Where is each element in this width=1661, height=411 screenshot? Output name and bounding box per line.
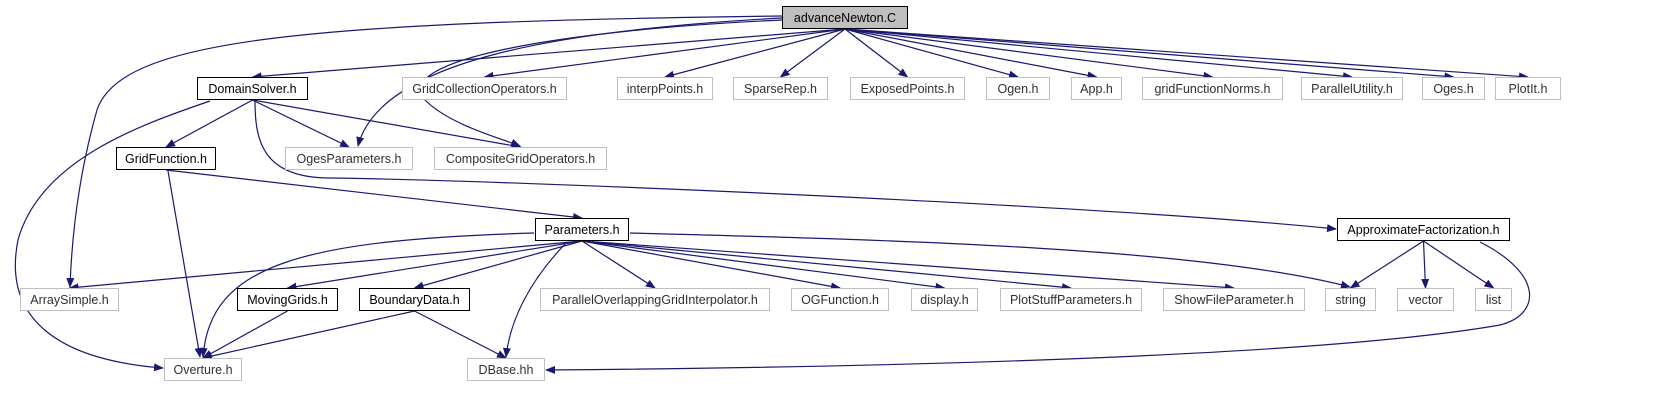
node-PlotIt[interactable]: PlotIt.h [1495, 77, 1561, 100]
node-PlotStuffParameters[interactable]: PlotStuffParameters.h [1000, 288, 1142, 311]
edge-Parameters-to-MovingGrids [286, 240, 583, 291]
edge-Parameters-to-string [629, 232, 1351, 289]
node-vector[interactable]: vector [1397, 288, 1454, 311]
edge-ApproximateFactorization-to-string [1349, 240, 1424, 289]
edge-Parameters-to-Overture [199, 232, 535, 358]
edge-GridFunction-to-Parameters [165, 169, 583, 221]
edge-advanceNewton-to-ParallelUtility [844, 28, 1353, 81]
node-interpPoints[interactable]: interpPoints.h [617, 77, 713, 100]
node-SparseRep[interactable]: SparseRep.h [733, 77, 828, 100]
edge-Parameters-to-ShowFileParameter [581, 240, 1235, 292]
edge-GridFunction-to-Overture [167, 170, 203, 358]
edge-advanceNewton-to-DomainSolver [251, 28, 846, 81]
node-Parameters[interactable]: Parameters.h [535, 218, 629, 241]
node-string[interactable]: string [1325, 288, 1376, 311]
edge-DomainSolver-to-Overture [14, 100, 211, 372]
node-ShowFileParameter[interactable]: ShowFileParameter.h [1163, 288, 1305, 311]
edge-advanceNewton-to-GridCollectionOperators [483, 28, 846, 80]
edges [14, 15, 1531, 374]
node-ParallelUtility[interactable]: ParallelUtility.h [1301, 77, 1403, 100]
node-MovingGrids[interactable]: MovingGrids.h [237, 288, 338, 311]
edge-advanceNewton-to-SparseRep [779, 28, 846, 78]
edge-Parameters-to-ParallelOverlapping [581, 240, 656, 289]
node-Overture[interactable]: Overture.h [164, 358, 242, 381]
node-ExposedPoints[interactable]: ExposedPoints.h [850, 77, 965, 100]
node-list[interactable]: list [1475, 288, 1512, 311]
edge-BoundaryData-to-Overture [202, 310, 415, 360]
node-display[interactable]: display.h [911, 288, 978, 311]
node-gridFunctionNorms[interactable]: gridFunctionNorms.h [1142, 77, 1283, 100]
node-DBase[interactable]: DBase.hh [467, 358, 545, 381]
edge-advanceNewton-to-Oges [844, 28, 1455, 81]
node-BoundaryData[interactable]: BoundaryData.h [359, 288, 470, 311]
edge-MovingGrids-to-Overture [202, 310, 288, 359]
edge-DomainSolver-to-GridFunction [165, 99, 253, 148]
edge-Parameters-to-BoundaryData [413, 240, 583, 290]
edge-advanceNewton-to-gridFunctionNorms [844, 28, 1214, 80]
node-Ogen[interactable]: Ogen.h [986, 77, 1050, 100]
edge-advanceNewton-to-ArraySimple [66, 15, 783, 288]
edge-DomainSolver-to-ApproximateFactorization [254, 100, 1337, 233]
edge-ApproximateFactorization-to-list [1423, 240, 1495, 289]
edge-advanceNewton-to-CompositeGridOperators [419, 19, 784, 147]
edge-Parameters-to-ArraySimple [68, 240, 583, 292]
edge-advanceNewton-to-ExposedPoints [844, 28, 909, 78]
edge-Parameters-to-OGFunction [581, 240, 841, 291]
node-CompositeGridOperators[interactable]: CompositeGridOperators.h [434, 147, 607, 170]
node-OGFunction[interactable]: OGFunction.h [791, 288, 889, 311]
edge-ApproximateFactorization-to-vector [1421, 240, 1430, 289]
node-Oges[interactable]: Oges.h [1422, 77, 1485, 100]
edge-DomainSolver-to-CompositeGridOperators [252, 99, 522, 150]
edge-Parameters-to-PlotStuffParameters [581, 240, 1072, 292]
node-App[interactable]: App.h [1071, 77, 1122, 100]
node-ArraySimple[interactable]: ArraySimple.h [20, 288, 119, 311]
edge-advanceNewton-to-OgesParameters [356, 17, 783, 147]
node-DomainSolver[interactable]: DomainSolver.h [197, 77, 308, 100]
edge-advanceNewton-to-App [844, 28, 1098, 80]
edge-Parameters-to-display [581, 240, 946, 291]
edge-DomainSolver-to-OgesParameters [252, 99, 350, 148]
edge-advanceNewton-to-PlotIt [844, 28, 1529, 81]
edge-advanceNewton-to-interpPoints [664, 28, 846, 79]
edge-Parameters-to-DBase [502, 241, 568, 358]
node-advanceNewton: advanceNewton.C [782, 6, 908, 29]
node-OgesParameters[interactable]: OgesParameters.h [285, 147, 413, 170]
node-ApproximateFactorization[interactable]: ApproximateFactorization.h [1337, 218, 1510, 241]
edge-ApproximateFactorization-to-DBase [545, 241, 1531, 374]
edge-BoundaryData-to-DBase [414, 310, 507, 359]
edge-advanceNewton-to-Ogen [844, 28, 1019, 79]
node-ParallelOverlapping[interactable]: ParallelOverlappingGridInterpolator.h [540, 288, 770, 311]
node-GridCollectionOperators[interactable]: GridCollectionOperators.h [402, 77, 567, 100]
node-GridFunction[interactable]: GridFunction.h [116, 147, 216, 170]
